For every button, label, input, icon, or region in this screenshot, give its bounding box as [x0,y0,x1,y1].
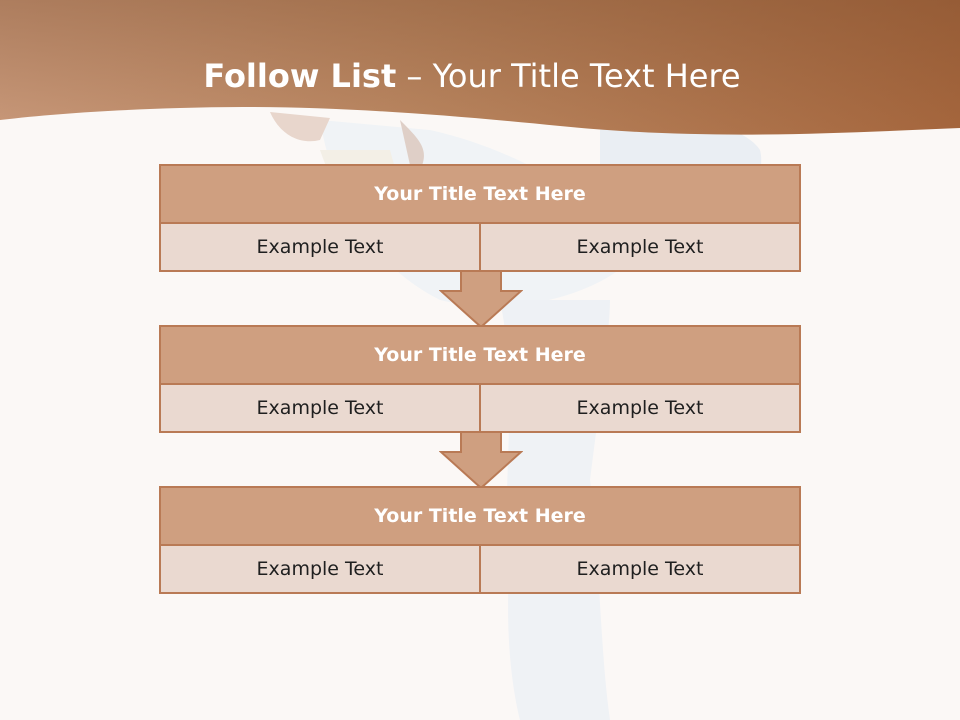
block-title: Your Title Text Here [161,327,799,383]
block-row: Example Text Example Text [161,224,799,270]
slide-title-bold: Follow List [203,57,397,95]
block-title: Your Title Text Here [161,166,799,222]
block-row: Example Text Example Text [161,546,799,592]
block-title: Your Title Text Here [161,488,799,544]
follow-block-1: Your Title Text Here Example Text Exampl… [159,164,801,272]
block-cell-right: Example Text [481,385,799,431]
block-row: Example Text Example Text [161,385,799,431]
block-cell-left: Example Text [161,546,479,592]
block-cell-right: Example Text [481,546,799,592]
follow-block-2: Your Title Text Here Example Text Exampl… [159,325,801,433]
down-arrow-icon [439,432,523,490]
follow-block-3: Your Title Text Here Example Text Exampl… [159,486,801,594]
slide-title-rest: – Your Title Text Here [396,57,741,95]
block-cell-left: Example Text [161,385,479,431]
down-arrow-icon [439,271,523,329]
block-cell-right: Example Text [481,224,799,270]
slide-title: Follow List – Your Title Text Here [0,56,944,96]
block-cell-left: Example Text [161,224,479,270]
header-band [0,0,960,135]
